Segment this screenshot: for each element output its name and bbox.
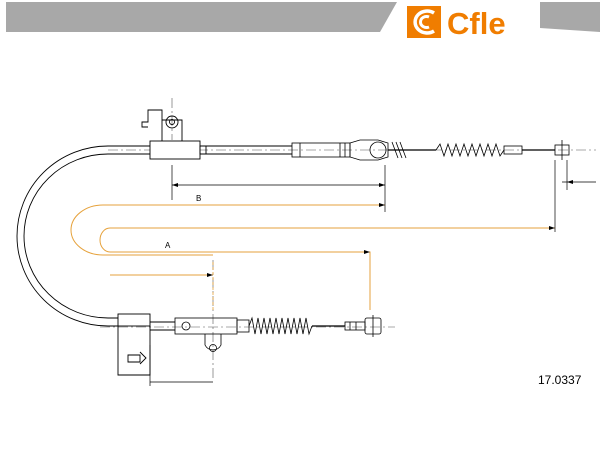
- lower-spring: [248, 316, 313, 336]
- dim-b-curve-top: [70, 204, 385, 256]
- lower-bracket-plate: [117, 326, 151, 376]
- arrow-b-left: [172, 183, 178, 187]
- lower-mount-tab: [204, 334, 222, 351]
- arrow-b-right: [379, 183, 385, 187]
- upper-bracket-hole: [165, 115, 179, 129]
- dim-label-b: B: [196, 194, 201, 203]
- upper-clip: [391, 141, 407, 159]
- dim-a-loop: [99, 227, 555, 310]
- cable-inner: [23, 153, 150, 319]
- upper-spring: [435, 142, 505, 158]
- lower-end-fitting: [344, 321, 366, 331]
- centerlines: [100, 98, 596, 380]
- arrow-lower-right: [207, 273, 213, 277]
- dim-label-a: A: [165, 241, 171, 250]
- upper-nut-ring: [369, 141, 387, 159]
- lower-bracket: [117, 313, 175, 376]
- brand-name: Cfle: [447, 6, 506, 41]
- upper-nut: [349, 139, 389, 161]
- black-dimension-lines: [149, 160, 596, 386]
- lower-ferrule-hole: [181, 321, 191, 331]
- upper-bracket-plate: [141, 109, 183, 141]
- cable-sheath: [16, 145, 292, 327]
- brand-logo: Cfle: [407, 6, 506, 41]
- dimension-arrows: [172, 180, 573, 277]
- part-number: 17.0337: [538, 373, 582, 387]
- dimension-lines: [70, 204, 555, 310]
- banner-left: [6, 2, 397, 32]
- lower-mount-hole: [209, 344, 217, 352]
- upper-bracket: [141, 109, 207, 160]
- upper-end-assembly: [291, 139, 570, 161]
- lower-end-assembly: [174, 315, 382, 352]
- lower-ferrule: [174, 317, 238, 335]
- lower-collar: [236, 319, 250, 333]
- arrow-b2-right: [379, 203, 385, 207]
- lower-sleeve: [117, 313, 151, 327]
- header-banner: [6, 2, 600, 32]
- arrow-a-right: [549, 226, 555, 230]
- logo-c-outer: [413, 9, 435, 35]
- upper-sleeve-end: [199, 145, 207, 155]
- arrow-a2-right: [364, 250, 370, 254]
- banner-right: [540, 2, 600, 32]
- lower-bracket-clip: [127, 354, 141, 363]
- cable-outer: [16, 145, 150, 327]
- upper-sleeve: [149, 140, 201, 160]
- upper-bracket-bolt: [169, 119, 175, 125]
- logo-c-inner: [419, 15, 430, 29]
- arrow-end: [567, 180, 573, 184]
